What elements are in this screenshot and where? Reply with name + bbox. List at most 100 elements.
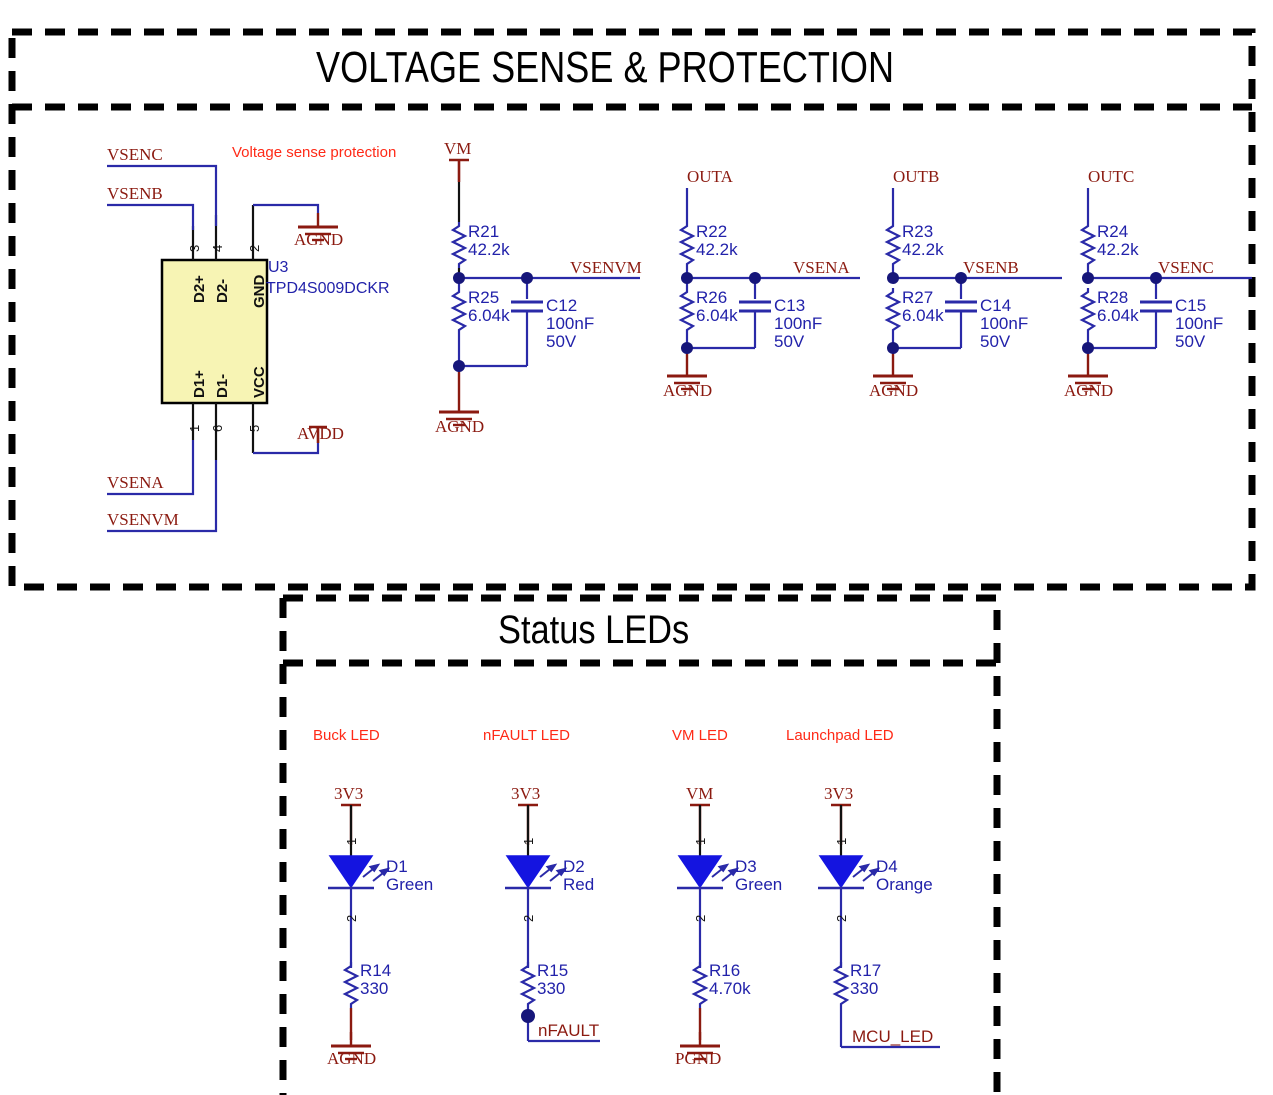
capacitor-rating-c12: 50V (546, 332, 577, 351)
resistor-value-r26: 6.04k (696, 306, 738, 325)
led-refdes-d3: D3 (735, 857, 757, 876)
capacitor-value-c13: 100nF (774, 314, 823, 333)
capacitor-value-c15: 100nF (1175, 314, 1224, 333)
resistor-value-r27: 6.04k (902, 306, 944, 325)
ground-label-agnd-vm: AGND (435, 417, 485, 436)
net-label-vm-source: VM (444, 139, 472, 158)
resistor-refdes-r14: R14 (360, 961, 392, 980)
ic-pin-name-vcc: VCC (251, 366, 268, 398)
net-label-outa-source: OUTA (687, 167, 733, 186)
resistor-refdes-r28: R28 (1097, 288, 1129, 307)
resistor-refdes-r15: R15 (537, 961, 569, 980)
ground-label-pgnd-d3: PGND (675, 1049, 722, 1068)
ic-refdes-u3: U3 (268, 259, 289, 276)
led-circuit-d4 (816, 803, 940, 1049)
net-label-vsena-u3: VSENA (107, 473, 164, 492)
capacitor-rating-c14: 50V (980, 332, 1011, 351)
led-pin-number-top-d2: 1 (521, 837, 536, 845)
resistor-refdes-r16: R16 (709, 961, 741, 980)
led-caption-nfault: nFAULT LED (483, 727, 570, 744)
capacitor-value-c14: 100nF (980, 314, 1029, 333)
status-leds-border (279, 594, 1001, 1095)
net-label-3v3-d2: 3V3 (511, 784, 541, 803)
led-color-d3: Green (735, 875, 783, 894)
led-color-d2: Red (563, 875, 595, 894)
divider-vm (437, 158, 640, 427)
net-label-3v3-d4: 3V3 (824, 784, 854, 803)
ic-pin-number-2: 2 (247, 244, 262, 252)
resistor-refdes-r26: R26 (696, 288, 728, 307)
net-label-avdd-u3: AVDD (297, 424, 344, 443)
resistor-refdes-r23: R23 (902, 222, 934, 241)
ic-pin-number-5: 5 (247, 424, 262, 432)
net-label-vsenb-divider: VSENB (963, 258, 1019, 277)
resistor-value-r23: 42.2k (902, 240, 944, 259)
resistor-value-r14: 330 (360, 979, 389, 998)
ground-label-agnd-outb: AGND (869, 381, 919, 400)
net-label-vsenb-u3: VSENB (107, 184, 163, 203)
capacitor-rating-c15: 50V (1175, 332, 1206, 351)
capacitor-rating-c13: 50V (774, 332, 805, 351)
resistor-refdes-r21: R21 (468, 222, 500, 241)
resistor-value-r25: 6.04k (468, 306, 510, 325)
capacitor-refdes-c12: C12 (546, 296, 578, 315)
divider-outb (871, 188, 1062, 391)
resistor-value-r24: 42.2k (1097, 240, 1139, 259)
note-voltage-sense-protection: Voltage sense protection (232, 144, 397, 161)
resistor-value-r28: 6.04k (1097, 306, 1139, 325)
capacitor-refdes-c14: C14 (980, 296, 1012, 315)
net-label-vsena-divider: VSENA (793, 258, 850, 277)
ic-net-underlines (107, 165, 186, 532)
resistor-refdes-r17: R17 (850, 961, 882, 980)
led-pin-number-bot-d2: 2 (521, 914, 536, 922)
capacitor-value-c12: 100nF (546, 314, 595, 333)
led-color-d4: Orange (876, 875, 933, 894)
led-caption-buck: Buck LED (313, 727, 380, 744)
ic-pin-name-d1n: D1- (214, 373, 231, 398)
resistor-refdes-r24: R24 (1097, 222, 1129, 241)
net-label-vsenc-u3: VSENC (107, 145, 163, 164)
divider-outa (665, 188, 860, 391)
divider-outc (1066, 188, 1252, 391)
net-label-3v3-d1: 3V3 (334, 784, 364, 803)
ic-pin-number-1: 1 (187, 424, 202, 432)
ic-pin-number-3: 3 (187, 244, 202, 252)
section-title-voltage-sense: VOLTAGE SENSE & PROTECTION (316, 43, 895, 92)
capacitor-refdes-c13: C13 (774, 296, 806, 315)
net-label-mcu-led-d4: MCU_LED (852, 1027, 934, 1046)
led-refdes-d2: D2 (563, 857, 585, 876)
led-refdes-d1: D1 (386, 857, 408, 876)
resistor-refdes-r22: R22 (696, 222, 728, 241)
ground-label-agnd-outc: AGND (1064, 381, 1114, 400)
resistor-value-r21: 42.2k (468, 240, 510, 259)
led-circuit-d1 (326, 803, 390, 1061)
led-circuit-d3 (675, 803, 739, 1061)
ground-label-agnd-outa: AGND (663, 381, 713, 400)
net-label-outb-source: OUTB (893, 167, 940, 186)
led-circuit-d2 (503, 803, 600, 1043)
resistor-value-r16: 4.70k (709, 979, 751, 998)
led-caption-launchpad: Launchpad LED (786, 727, 894, 744)
led-refdes-d4: D4 (876, 857, 898, 876)
resistor-refdes-r25: R25 (468, 288, 500, 307)
net-label-agnd-u3: AGND (294, 230, 344, 249)
led-caption-vm: VM LED (672, 727, 728, 744)
section-title-status-leds: Status LEDs (498, 608, 690, 652)
led-pin-number-bot-d3: 2 (693, 914, 708, 922)
ic-pin-name-d2p: D2+ (191, 275, 208, 303)
net-label-vsenvm-divider: VSENVM (570, 258, 642, 277)
net-label-nfault-d2: nFAULT (538, 1021, 600, 1040)
voltage-sense-border (8, 28, 1256, 591)
resistor-refdes-r27: R27 (902, 288, 934, 307)
led-pin-number-top-d4: 1 (834, 837, 849, 845)
led-pin-number-top-d1: 1 (344, 837, 359, 845)
resistor-value-r22: 42.2k (696, 240, 738, 259)
net-label-outc-source: OUTC (1088, 167, 1135, 186)
led-pin-number-bot-d4: 2 (834, 914, 849, 922)
ground-label-agnd-d1: AGND (327, 1049, 377, 1068)
net-label-vsenc-divider: VSENC (1158, 258, 1214, 277)
led-color-d1: Green (386, 875, 434, 894)
ic-pin-name-gnd: GND (251, 274, 268, 308)
